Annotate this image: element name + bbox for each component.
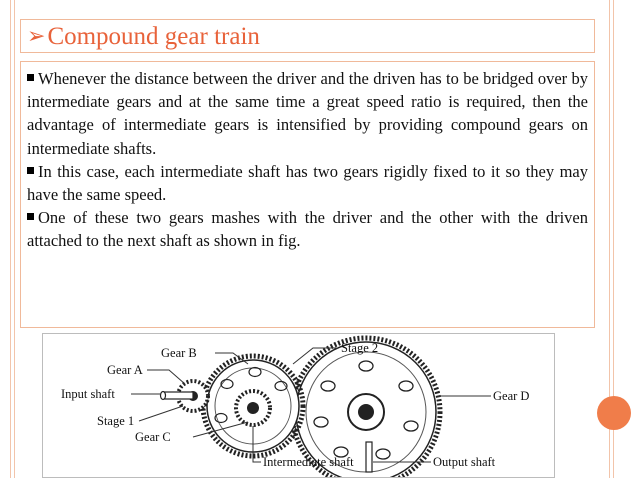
slide-content: Whenever the distance between the driver… <box>20 61 595 328</box>
bullet-paragraph-1: Whenever the distance between the driver… <box>27 67 588 160</box>
frame-line-left <box>10 0 11 478</box>
gear-train-figure: Gear B Gear A Input shaft Stage 1 Gear C… <box>42 333 555 478</box>
bullet-paragraph-3: One of these two gears mashes with the d… <box>27 206 588 252</box>
label-input-shaft: Input shaft <box>61 387 115 401</box>
frame-line-right <box>613 0 614 478</box>
gear-train-diagram: Gear B Gear A Input shaft Stage 1 Gear C… <box>61 335 529 477</box>
slide-title: ➢ Compound gear train <box>20 19 595 53</box>
square-bullet-icon <box>27 166 34 174</box>
bullet-paragraph-2: In this case, each intermediate shaft ha… <box>27 160 588 206</box>
input-shaft-shape <box>159 390 194 401</box>
label-gear-b: Gear B <box>161 346 197 360</box>
bullet-text-1: Whenever the distance between the driver… <box>27 69 588 158</box>
arrow-bullet-icon: ➢ <box>27 23 46 48</box>
decorative-orange-circle <box>597 396 631 430</box>
label-gear-d: Gear D <box>493 389 529 403</box>
bullet-text-2: In this case, each intermediate shaft ha… <box>27 161 588 205</box>
slide-title-text: Compound gear train <box>47 22 260 50</box>
label-gear-c: Gear C <box>135 430 171 444</box>
frame-line-left-inner <box>14 0 15 478</box>
label-gear-a: Gear A <box>107 363 143 377</box>
square-bullet-icon <box>27 74 34 81</box>
output-shaft-shape <box>365 441 373 473</box>
gear-c-shape <box>234 389 272 427</box>
label-output-shaft: Output shaft <box>433 455 496 469</box>
label-stage-1: Stage 1 <box>97 414 134 428</box>
leader-lines <box>131 347 491 463</box>
square-bullet-icon <box>27 213 34 221</box>
label-stage-2: Stage 2 <box>341 341 378 355</box>
bullet-text-3: One of these two gears mashes with the d… <box>27 208 588 251</box>
frame-line-right-inner <box>609 0 610 478</box>
label-intermediate-shaft: Intermediate shaft <box>263 455 354 469</box>
